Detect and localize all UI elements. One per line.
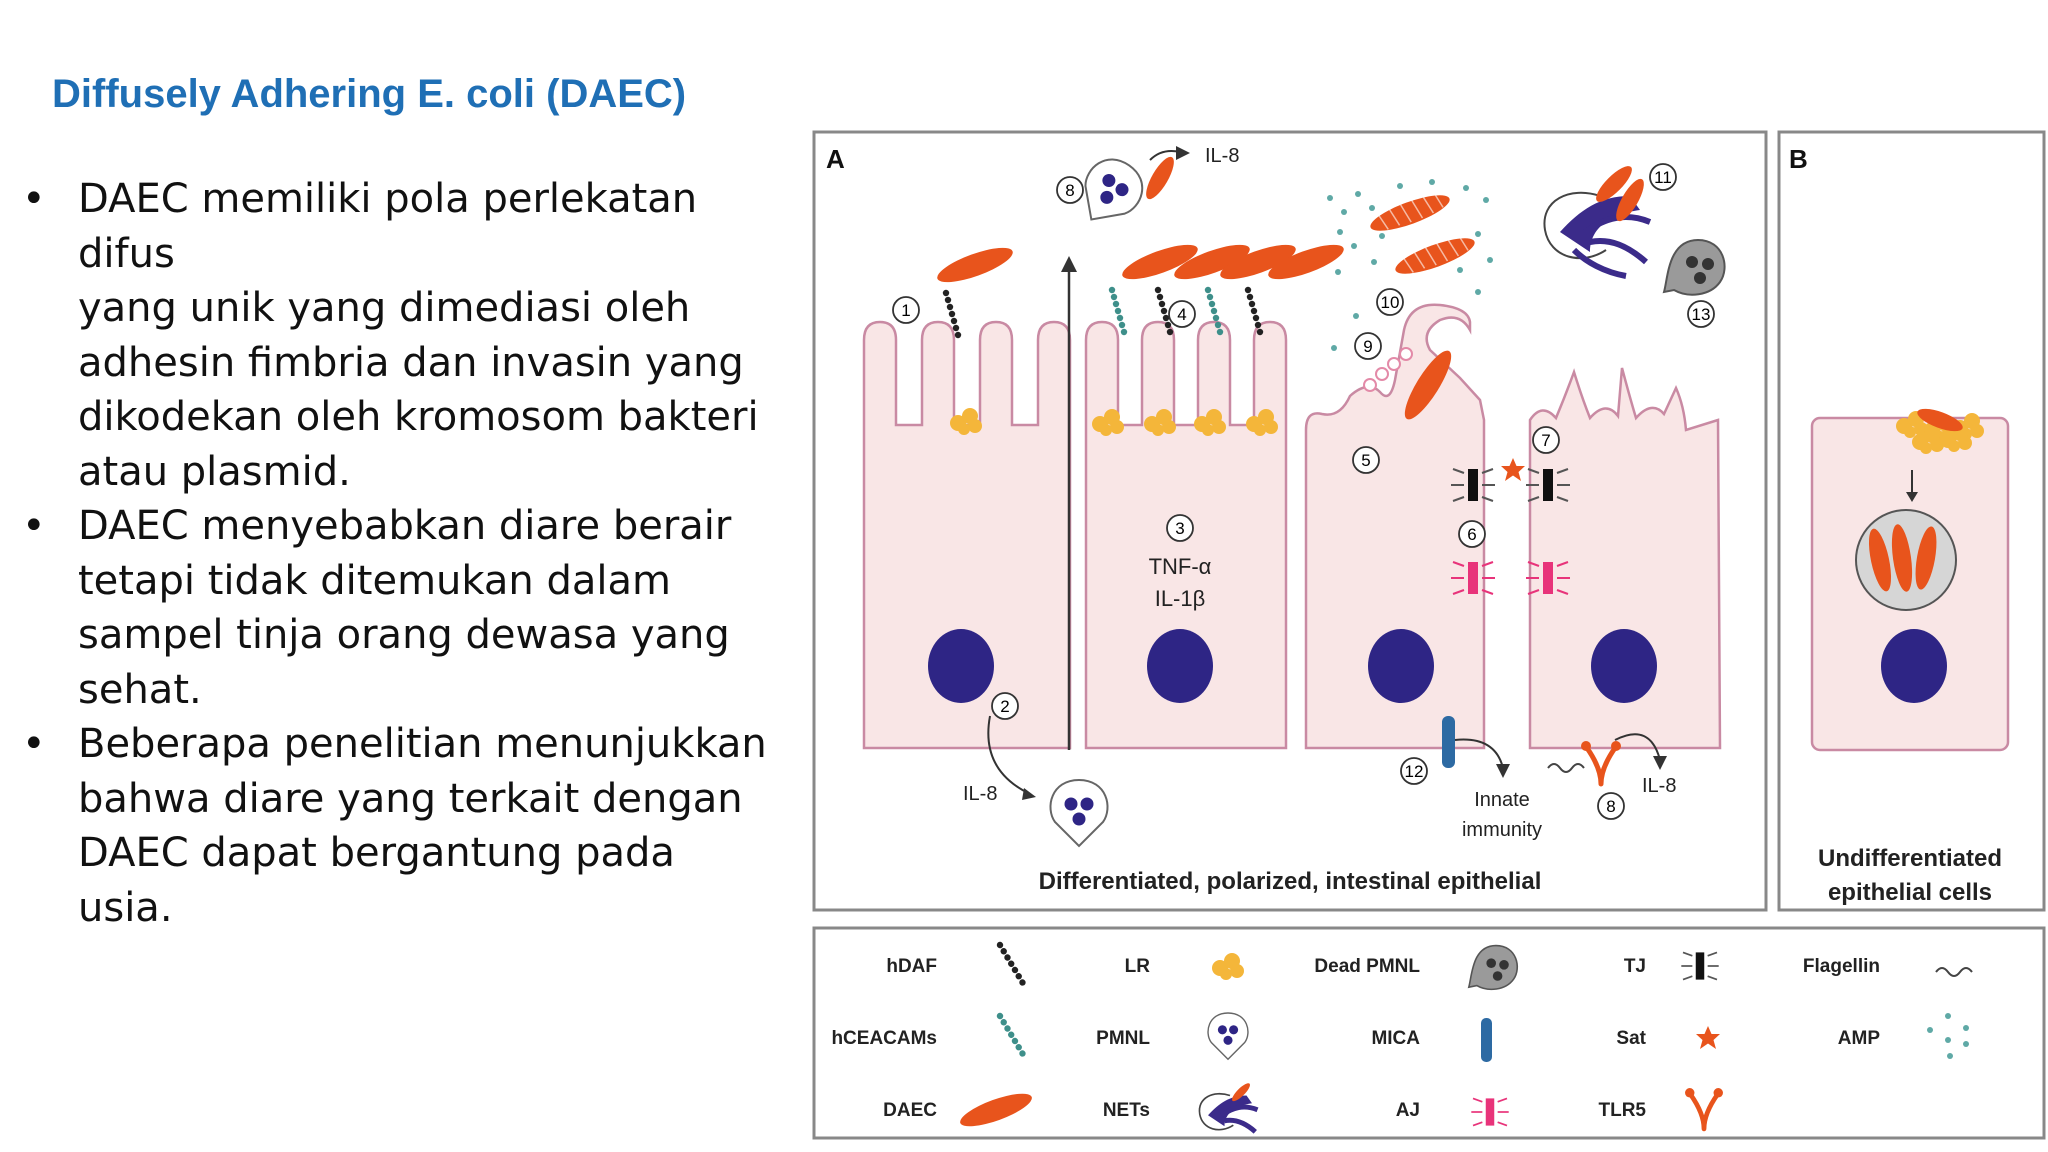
svg-text:8: 8 <box>1065 181 1074 200</box>
legend-label: Sat <box>1616 1028 1646 1049</box>
bullet-line: yang unik yang dimediasi oleh <box>78 285 691 331</box>
legend-label: DAEC <box>883 1100 937 1121</box>
il8-label: IL-8 <box>963 783 997 805</box>
svg-text:6: 6 <box>1467 525 1476 544</box>
bullet-line: dikodekan oleh kromosom bakteri <box>78 394 759 440</box>
legend-label: TLR5 <box>1599 1100 1647 1121</box>
bullet-line: DAEC dapat bergantung pada usia. <box>78 830 675 931</box>
cytokine-label: IL-1β <box>1155 586 1206 611</box>
legend-label: Dead PMNL <box>1314 956 1420 977</box>
mica-icon <box>1481 1018 1492 1062</box>
svg-text:7: 7 <box>1541 431 1550 450</box>
legend-label: NETs <box>1103 1100 1150 1121</box>
daec-under-amp <box>1370 194 1450 231</box>
bullet-line: sampel tinja orang dewasa yang <box>78 612 730 658</box>
bullet-line: DAEC menyebabkan diare berair <box>78 503 732 549</box>
legend-label: MICA <box>1371 1028 1420 1049</box>
bullet-item: • DAEC menyebabkan diare berair tetapi t… <box>22 499 782 717</box>
epithelial-cell <box>1304 303 1486 750</box>
legend-label: Flagellin <box>1803 956 1880 977</box>
svg-text:12: 12 <box>1405 762 1424 781</box>
bullet-line: bahwa diare yang terkait dengan <box>78 775 743 822</box>
bullet-item: • Beberapa penelitian menunjukkan bahwa … <box>22 717 782 935</box>
nucleus <box>1368 629 1434 703</box>
nucleus <box>1591 629 1657 703</box>
nucleus <box>1881 629 1947 703</box>
bullet-dot: • <box>22 503 46 549</box>
amp-dots-icon <box>1927 1013 1969 1059</box>
legend-label: LR <box>1125 956 1151 977</box>
panel-b-caption: Undifferentiated <box>1818 845 2002 872</box>
innate-immunity-label: Innate <box>1474 789 1530 811</box>
amp-cloud <box>1327 179 1493 351</box>
bullet-line: sehat. <box>78 666 202 713</box>
legend-label: AJ <box>1396 1100 1420 1121</box>
svg-text:4: 4 <box>1177 305 1186 324</box>
mica-protein <box>1442 716 1455 768</box>
nucleus <box>928 629 994 703</box>
bullet-line: Beberapa penelitian menunjukkan <box>78 721 767 767</box>
svg-text:5: 5 <box>1361 451 1370 470</box>
nets-icon <box>1198 1083 1259 1134</box>
panel-a-caption: Differentiated, polarized, intestinal ep… <box>1039 868 1542 895</box>
legend-label: TJ <box>1624 956 1646 977</box>
svg-text:8: 8 <box>1606 797 1615 816</box>
panel-b-caption: epithelial cells <box>1828 879 1992 906</box>
nets-structure <box>1543 161 1652 279</box>
svg-text:3: 3 <box>1175 519 1184 538</box>
legend-label: hCEACAMs <box>831 1028 937 1049</box>
bullet-line: atau plasmid. <box>78 448 351 495</box>
svg-text:10: 10 <box>1381 293 1400 312</box>
flagellin-wave-icon <box>1935 967 1973 977</box>
innate-immunity-label: immunity <box>1462 819 1542 841</box>
svg-text:2: 2 <box>1000 697 1009 716</box>
bullet-item: • DAEC memiliki pola perlekatan difus ya… <box>22 172 782 499</box>
legend-label: hDAF <box>886 956 937 977</box>
panel-a-letter: A <box>826 144 845 174</box>
il8-label: IL-8 <box>1205 145 1239 167</box>
nucleus <box>1147 629 1213 703</box>
daec-under-amp <box>1395 237 1475 274</box>
bullet-dot: • <box>22 176 46 222</box>
svg-text:1: 1 <box>901 301 910 320</box>
legend-label: PMNL <box>1096 1028 1150 1049</box>
panel-b-letter: B <box>1789 144 1808 174</box>
bullet-list: • DAEC memiliki pola perlekatan difus ya… <box>22 172 782 935</box>
slide-title: Diffusely Adhering E. coli (DAEC) <box>52 72 687 116</box>
vacuole <box>1855 509 1957 611</box>
daec-pathogenesis-figure: A B <box>812 130 2046 1140</box>
cytokine-label: TNF-α <box>1149 554 1212 579</box>
svg-text:9: 9 <box>1363 337 1372 356</box>
bullet-line: adhesin fimbria dan invasin yang <box>78 339 744 386</box>
bullet-line: tetapi tidak ditemukan dalam <box>78 557 671 604</box>
il8-label: IL-8 <box>1642 775 1676 797</box>
bullet-line: DAEC memiliki pola perlekatan difus <box>78 176 698 277</box>
legend-label: AMP <box>1838 1028 1881 1049</box>
svg-text:13: 13 <box>1692 305 1711 324</box>
bullet-dot: • <box>22 721 46 767</box>
legend-labels: hDAF LR Dead PMNL TJ Flagellin hCEACAMs … <box>831 956 1880 1121</box>
epithelial-cell <box>1528 367 1722 750</box>
svg-text:11: 11 <box>1654 168 1672 187</box>
